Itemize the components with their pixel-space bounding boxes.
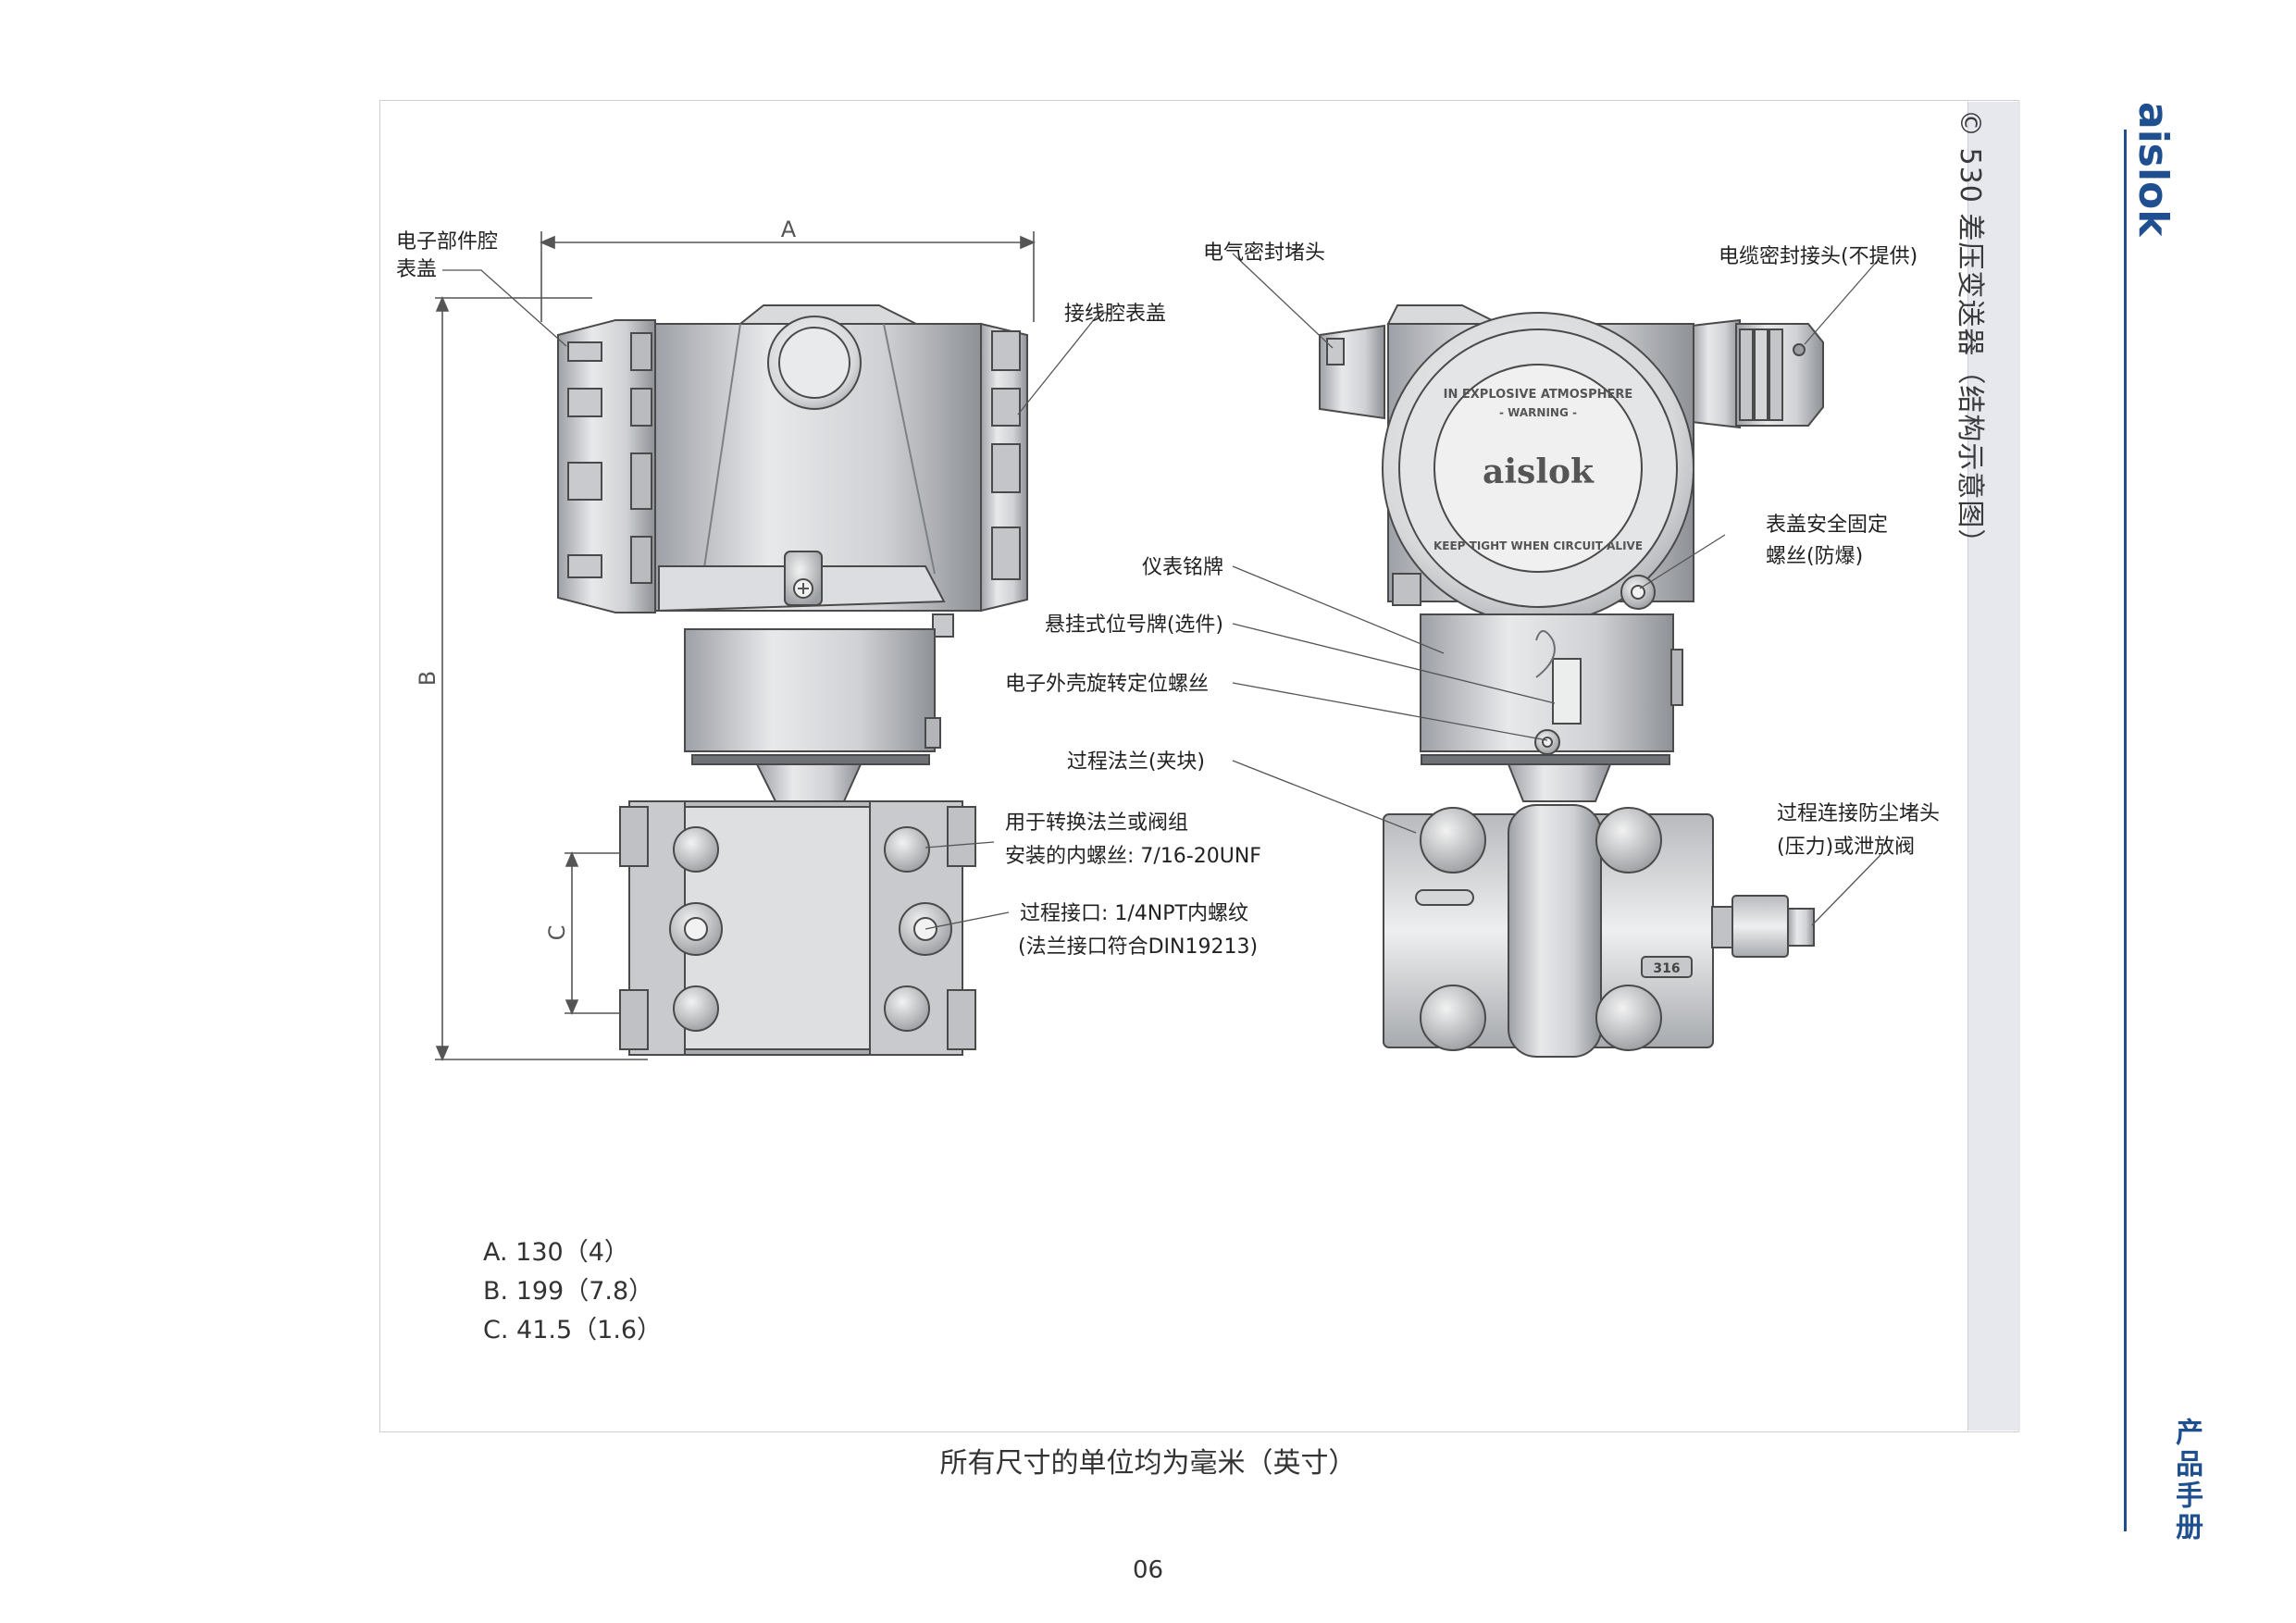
cap-ring-warning: - WARNING -	[1499, 406, 1577, 419]
dimension-b-mark: B	[415, 671, 441, 686]
cap-ring-top: IN EXPLOSIVE ATMOSPHERE	[1444, 388, 1633, 402]
leader-lines	[442, 253, 1881, 930]
label-process-connection-2: (法兰接口符合DIN19213)	[1018, 935, 1258, 959]
cap-brand-logo: aislok	[1483, 452, 1595, 491]
transmitter-side-view	[557, 304, 1028, 1056]
label-mounting-thread-1: 用于转换法兰或阀组	[1005, 812, 1188, 835]
label-nameplate: 仪表铭牌	[1142, 556, 1223, 579]
label-electronics-cover-1: 电子部件腔	[396, 230, 498, 254]
label-hanging-tag: 悬挂式位号牌(选件)	[1045, 613, 1223, 637]
label-cover-screw-2: 螺丝(防爆)	[1766, 545, 1863, 568]
label-cable-gland: 电缆密封接头(不提供)	[1719, 245, 1917, 268]
dimension-a	[539, 231, 1036, 322]
label-cover-screw-1: 表盖安全固定	[1766, 514, 1888, 537]
label-dust-plug-1: 过程连接防尘堵头	[1777, 802, 1940, 825]
side-title-strip	[1967, 102, 2020, 1431]
cap-ring-bottom: KEEP TIGHT WHEN CIRCUIT ALIVE	[1433, 539, 1643, 552]
label-mounting-thread-2: 安装的内螺丝: 7/16-20UNF	[1005, 845, 1261, 868]
dimension-c-value: C. 41.5（1.6）	[483, 1316, 662, 1344]
label-electrical-plug: 电气密封堵头	[1203, 242, 1325, 265]
brand-rule	[2124, 130, 2127, 1531]
dimension-a-value: A. 130（4）	[483, 1238, 629, 1267]
transmitter-front-view	[1319, 304, 1824, 1058]
manual-label: 产品手册	[2170, 1418, 2203, 1543]
label-housing-screw: 电子外壳旋转定位螺丝	[1005, 673, 1209, 696]
label-dust-plug-2: (压力)或泄放阀	[1777, 836, 1915, 859]
dimension-b	[435, 295, 648, 1062]
units-caption: 所有尺寸的单位均为毫米（英寸）	[939, 1447, 1357, 1480]
label-terminal-cover: 接线腔表盖	[1064, 303, 1166, 326]
page-number: 06	[1132, 1556, 1164, 1584]
dimension-c-mark: C	[544, 925, 570, 941]
flange-material-tag: 316	[1653, 961, 1680, 976]
dimension-b-value: B. 199（7.8）	[483, 1277, 653, 1306]
label-electronics-cover-2: 表盖	[396, 258, 437, 281]
label-process-connection-1: 过程接口: 1/4NPT内螺纹	[1020, 902, 1248, 925]
label-process-flange: 过程法兰(夹块)	[1067, 750, 1205, 774]
dimension-a-mark: A	[781, 217, 797, 242]
